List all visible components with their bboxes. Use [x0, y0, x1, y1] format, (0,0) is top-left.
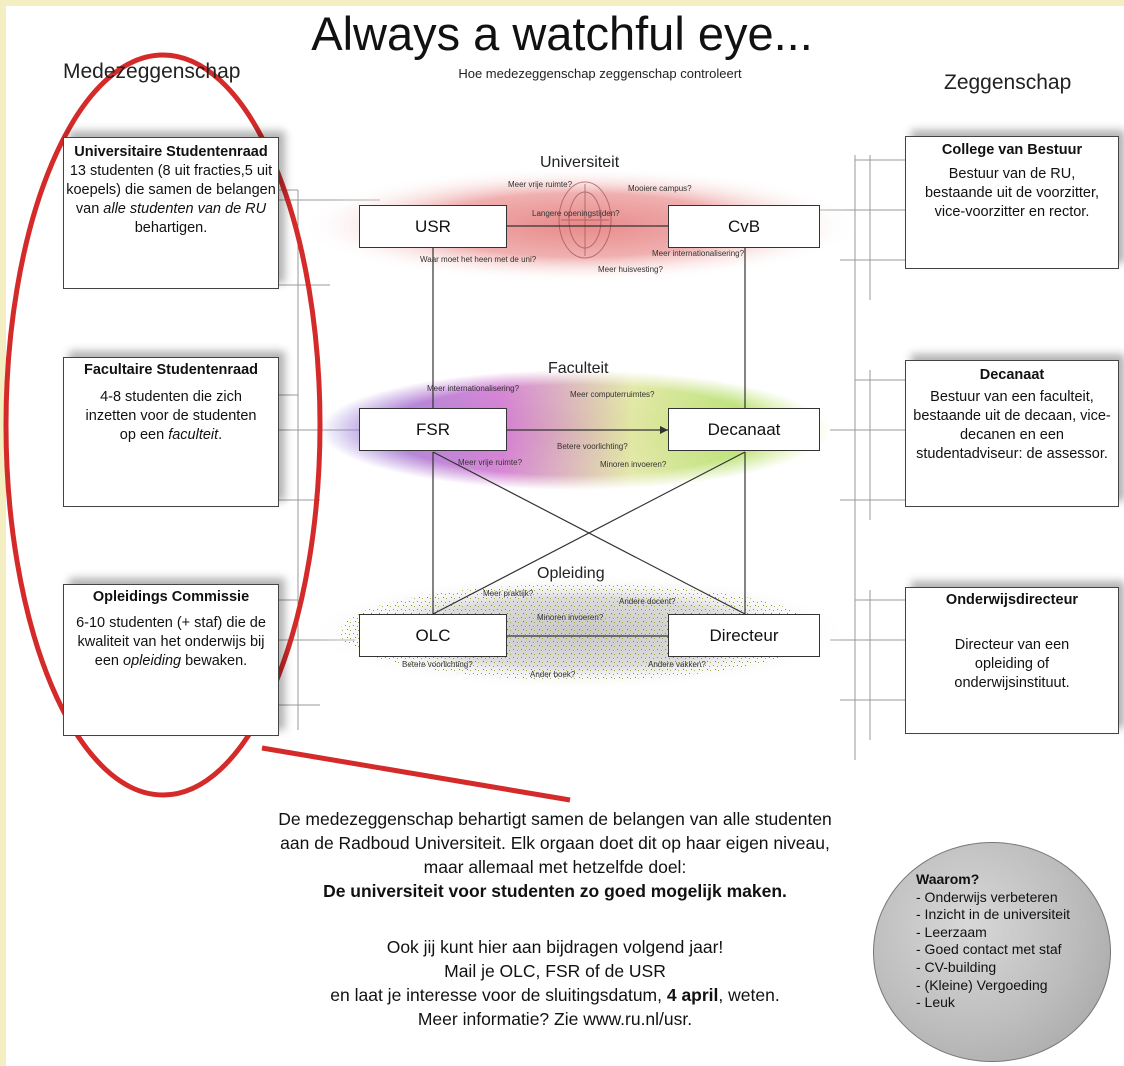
- node-olc: OLC: [359, 614, 507, 657]
- medezeggenschap-heading: Medezeggenschap: [63, 60, 241, 83]
- decanaat-box-title: Decanaat: [979, 367, 1045, 383]
- olc-box-text: 6-10 studenten (+ staf) die de kwaliteit…: [76, 615, 266, 669]
- highlight-ellipse: [3, 52, 323, 798]
- highlight-pointer-line: [261, 745, 571, 803]
- page-title: Always a watchful eye...: [311, 7, 813, 60]
- node-decanaat: Decanaat: [668, 408, 820, 451]
- fsr-box-title: Facultaire Studentenraad: [83, 362, 259, 378]
- question-label: Meer internationalisering?: [427, 384, 520, 393]
- question-label: Betere voorlichting?: [557, 442, 628, 451]
- hierarchy-connectors: [432, 225, 746, 637]
- node-directeur: Directeur: [668, 614, 820, 657]
- usr-description-box: Universitaire Studentenraad 13 studenten…: [63, 137, 279, 289]
- intro-line: De medezeggenschap behartigt samen de be…: [278, 809, 832, 829]
- intro-line: maar allemaal met hetzelfde doel:: [423, 857, 687, 877]
- waarom-item: - (Kleine) Vergoeding: [916, 976, 1048, 993]
- question-label: Langere openingstijden?: [532, 209, 620, 218]
- onderwijsdirecteur-box-title: Onderwijsdirecteur: [945, 592, 1079, 608]
- cvb-box-title: College van Bestuur: [941, 142, 1083, 158]
- waarom-item: - Leuk: [916, 994, 955, 1011]
- deadline-date: 4 april: [666, 985, 719, 1005]
- question-label: Minoren invoeren?: [600, 460, 667, 469]
- question-label: Meer vrije ruimte?: [508, 180, 573, 189]
- more-info-line: Meer informatie? Zie www.ru.nl/usr.: [417, 1009, 693, 1029]
- usr-box-text: 13 studenten (8 uit fracties,5 uit koepe…: [66, 163, 276, 236]
- waarom-item: - CV-building: [916, 958, 997, 975]
- fsr-box-text: 4-8 studenten die zich inzetten voor de …: [85, 389, 257, 443]
- subtitle: Hoe medezeggenschap zeggenschap controle…: [458, 66, 742, 81]
- waarom-title: Waarom?: [916, 871, 980, 887]
- cta-line: Mail je OLC, FSR of de USR: [444, 961, 666, 981]
- question-label: Betere voorlichting?: [402, 660, 473, 669]
- zeggenschap-heading: Zeggenschap: [944, 71, 1072, 94]
- right-connector-lines: [820, 155, 905, 760]
- node-fsr: FSR: [359, 408, 507, 451]
- cvb-description-box: College van Bestuur Bestuur van de RU, b…: [905, 136, 1119, 269]
- intro-paragraph: De medezeggenschap behartigt samen de be…: [160, 807, 950, 903]
- question-label: Meer praktijk?: [483, 589, 534, 598]
- olc-box-title: Opleidings Commissie: [92, 589, 250, 605]
- intro-line: aan de Radboud Universiteit. Elk orgaan …: [280, 833, 830, 853]
- waarom-item: - Inzicht in de universiteit: [916, 906, 1071, 923]
- university-emblem-icon: [558, 181, 612, 259]
- usr-box-title: Universitaire Studentenraad: [74, 144, 268, 160]
- goal-statement: De universiteit voor studenten zo goed m…: [323, 881, 787, 901]
- decanaat-box-text: Bestuur van een faculteit, bestaande uit…: [913, 389, 1111, 462]
- level-label-universiteit: Universiteit: [540, 154, 620, 171]
- decanaat-description-box: Decanaat Bestuur van een faculteit, best…: [905, 360, 1119, 507]
- call-to-action-paragraph: Ook jij kunt hier aan bijdragen volgend …: [160, 935, 950, 1031]
- universiteit-band: [300, 167, 860, 283]
- cta-line: Ook jij kunt hier aan bijdragen volgend …: [386, 937, 724, 957]
- question-label: Meer vrije ruimte?: [458, 458, 523, 467]
- question-label: Andere vakken?: [648, 660, 706, 669]
- level-label-faculteit: Faculteit: [548, 360, 609, 377]
- question-label: Minoren invoeren?: [537, 613, 604, 622]
- waarom-list: Waarom? - Onderwijs verbeteren - Inzicht…: [916, 871, 1070, 1012]
- olc-description-box: Opleidings Commissie 6-10 studenten (+ s…: [63, 584, 279, 736]
- question-label: Mooiere campus?: [628, 184, 692, 193]
- cvb-box-text: Bestuur van de RU, bestaande uit de voor…: [924, 166, 1100, 220]
- node-cvb: CvB: [668, 205, 820, 248]
- waarom-circle: [873, 842, 1111, 1062]
- question-label: Waar moet het heen met de uni?: [420, 255, 537, 264]
- question-label: Meer internationalisering?: [652, 249, 745, 258]
- question-label: Meer huisvesting?: [598, 265, 663, 274]
- level-label-opleiding: Opleiding: [537, 565, 605, 582]
- onderwijsdirecteur-box-text: Directeur van een opleiding of onderwijs…: [954, 637, 1070, 691]
- node-usr: USR: [359, 205, 507, 248]
- waarom-item: - Goed contact met staf: [916, 941, 1062, 958]
- question-label: Meer computerruimtes?: [570, 390, 655, 399]
- question-label: Andere docent?: [619, 597, 676, 606]
- deadline-line: en laat je interesse voor de sluitingsda…: [330, 985, 780, 1005]
- question-label: Ander boek?: [530, 670, 576, 679]
- onderwijsdirecteur-description-box: Onderwijsdirecteur Directeur van een opl…: [905, 587, 1119, 734]
- waarom-item: - Leerzaam: [916, 923, 987, 940]
- fsr-description-box: Facultaire Studentenraad 4-8 studenten d…: [63, 357, 279, 507]
- waarom-item: - Onderwijs verbeteren: [916, 888, 1058, 905]
